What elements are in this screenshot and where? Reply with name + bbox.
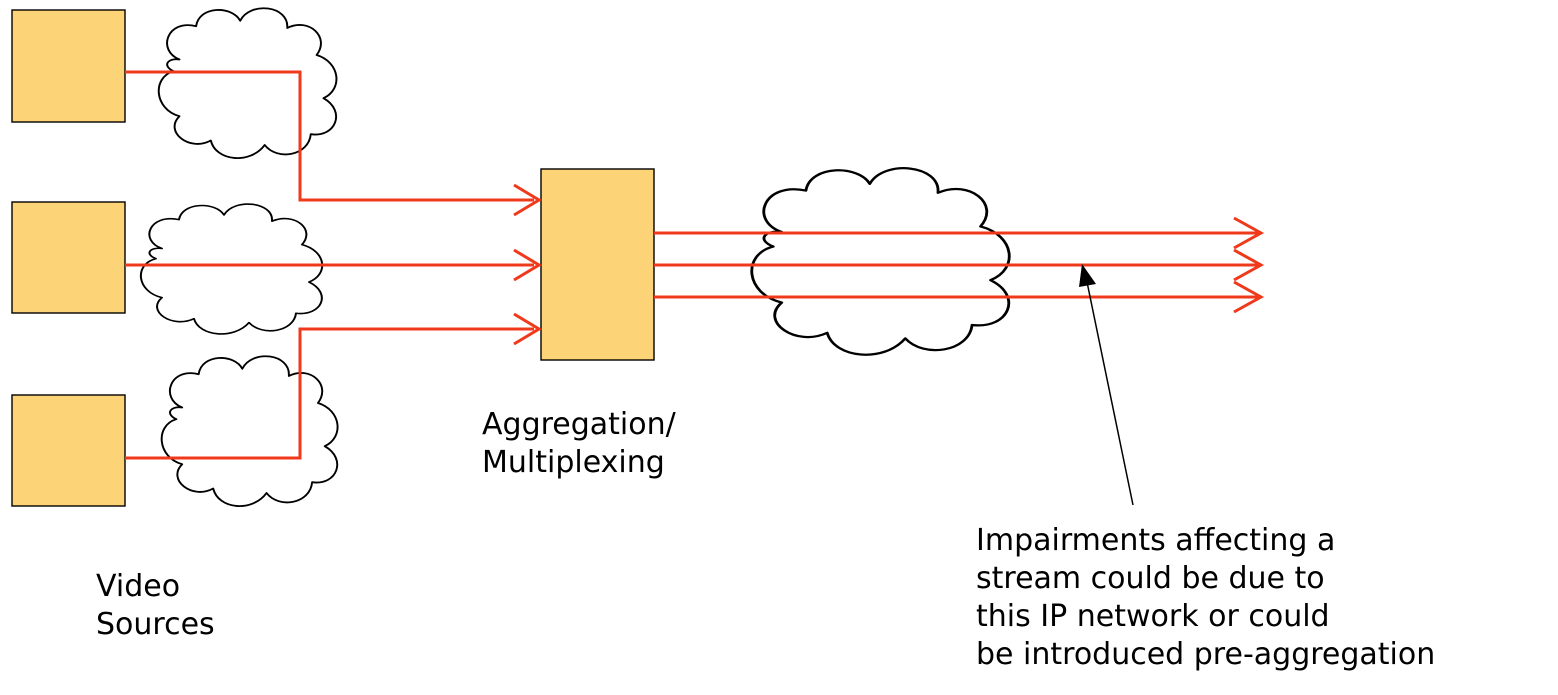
- aggregation-label-line: Aggregation/: [482, 407, 676, 442]
- video-sources-label-line: Sources: [96, 607, 215, 642]
- arrowhead-in-3: [513, 312, 542, 346]
- arrowhead-in-2: [513, 248, 542, 282]
- access-cloud-3: [160, 355, 339, 508]
- impairments-annotation-line: be introduced pre-aggregation: [976, 637, 1436, 672]
- arrowhead-out-1: [1233, 216, 1265, 250]
- video-source-2: [11, 201, 126, 314]
- arrowhead-in-1: [513, 183, 542, 217]
- arrowhead-out-3: [1233, 280, 1265, 314]
- aggregation-label-line: Multiplexing: [482, 445, 665, 480]
- stream-source-1: [125, 70, 534, 202]
- access-cloud-1: [157, 7, 338, 160]
- stream-source-3: [125, 327, 534, 460]
- impairments-annotation-line: Impairments affecting a: [976, 523, 1336, 558]
- aggregation-multiplexer: [540, 168, 655, 361]
- impairments-annotation-line: this IP network or could: [976, 599, 1330, 634]
- video-sources-label: Video Sources: [96, 568, 215, 644]
- access-cloud-2: [139, 203, 324, 335]
- annotation-pointer-line: [1086, 281, 1134, 506]
- impairments-annotation: Impairments affecting a stream could be …: [976, 522, 1435, 674]
- annotation-pointer-arrowhead: [1079, 264, 1096, 287]
- impairments-annotation-line: stream could be due to: [976, 561, 1325, 596]
- video-sources-label-line: Video: [96, 569, 181, 604]
- arrowhead-out-2: [1233, 248, 1265, 282]
- video-source-1: [11, 9, 126, 123]
- video-source-3: [11, 394, 126, 507]
- ip-network-cloud: [750, 166, 1011, 357]
- aggregation-label: Aggregation/ Multiplexing: [482, 406, 676, 482]
